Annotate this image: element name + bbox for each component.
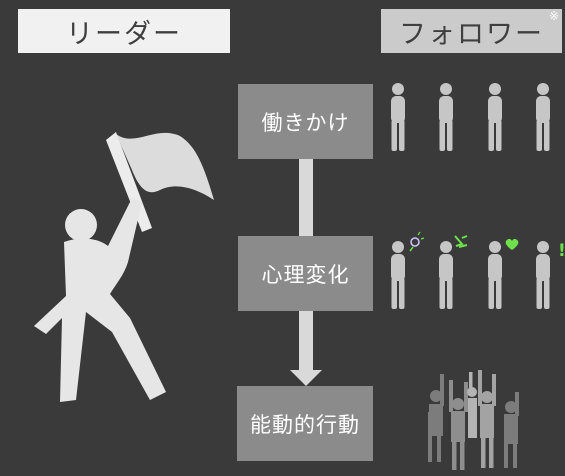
- follower-person-icon: [536, 83, 550, 151]
- follower-person-icon: [439, 83, 453, 151]
- follower-person-icon: [488, 83, 502, 151]
- follower-label-text: フォロワー: [399, 18, 544, 50]
- step-psychological-change-label: 心理変化: [261, 262, 350, 287]
- follower-person-icon: [391, 83, 405, 151]
- follower-person-icon: [439, 241, 453, 309]
- follower-label: フォロワー ※: [381, 9, 562, 53]
- follower-person-icon: [391, 241, 405, 309]
- exclamation-mark: !: [558, 241, 565, 261]
- step-approach-label: 働きかけ: [261, 110, 350, 135]
- leader-label: リーダー: [18, 9, 230, 53]
- follower-person-icon: [536, 241, 550, 309]
- step-proactive-action-label: 能動的行動: [250, 412, 360, 437]
- follower-row-initial: [391, 83, 550, 151]
- step-approach: 働きかけ: [238, 84, 373, 159]
- step-psychological-change: 心理変化: [238, 236, 373, 311]
- follower-row-reacting: [391, 241, 550, 309]
- follower-person-icon: [488, 241, 502, 309]
- surprise-lines-icon: [454, 235, 468, 248]
- flag-bearer-leader-icon: [34, 132, 214, 402]
- heart-icon: [505, 238, 519, 250]
- follower-note-mark: ※: [548, 9, 559, 23]
- step-proactive-action: 能動的行動: [237, 386, 373, 461]
- raised-hands-crowd-icon: [428, 370, 519, 470]
- lightbulb-icon: [409, 231, 425, 252]
- leader-label-text: リーダー: [66, 18, 182, 50]
